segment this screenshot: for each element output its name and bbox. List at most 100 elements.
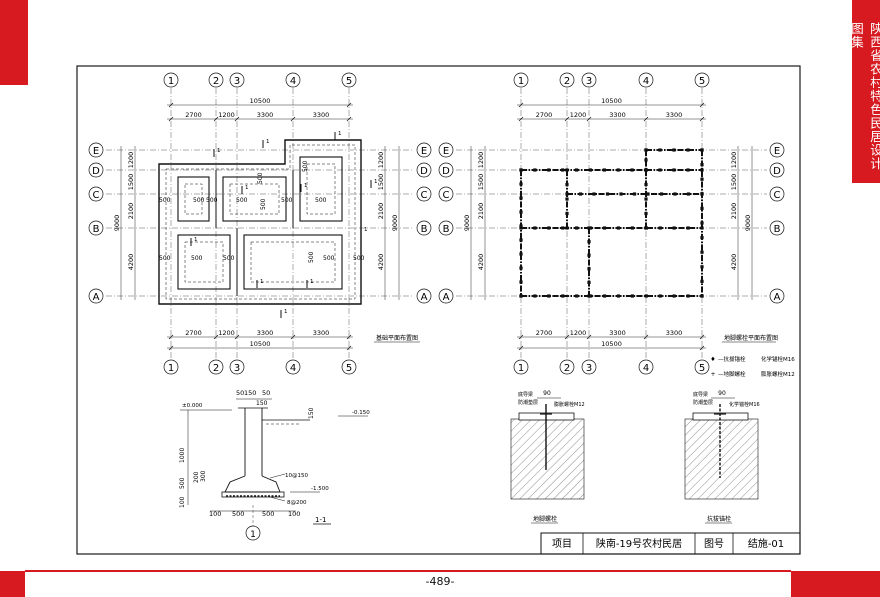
bolt-marker <box>619 192 623 196</box>
bolt-marker <box>561 168 565 172</box>
room-dashed <box>306 163 336 215</box>
axis-label: 2 <box>564 363 570 374</box>
bolt-detail: 90 底导梁 防潮垫层 膨胀螺栓M12 地脚螺栓 <box>510 390 585 524</box>
dim-text: 500 <box>223 255 235 262</box>
bolt-marker <box>686 294 690 298</box>
dim-tick <box>290 334 296 340</box>
room-outline <box>222 176 287 222</box>
dim-tick <box>643 334 649 340</box>
axis-label: D <box>92 166 100 177</box>
section-mark-label: 1 <box>284 309 288 315</box>
axis-bubble <box>416 288 432 304</box>
dim-text: 500 <box>191 255 203 262</box>
bolt-marker <box>561 294 565 298</box>
bolt-marker <box>602 294 607 298</box>
bolt-marker <box>672 168 676 172</box>
room-outline <box>243 234 343 290</box>
axis-bubble <box>638 359 654 375</box>
axis-bubble <box>88 186 104 202</box>
dim-text: 500 <box>308 251 315 263</box>
axis-bubble <box>416 220 432 236</box>
axis-bubble <box>769 288 785 304</box>
section-mark-label: 1 <box>304 183 308 189</box>
room-dashed <box>229 183 280 215</box>
axis-label: B <box>443 224 450 235</box>
dim-text: 2700 <box>185 111 202 119</box>
bolt-marker <box>565 211 569 216</box>
axis-label: B <box>421 224 428 235</box>
axis-label: 3 <box>586 76 592 87</box>
bolt-marker <box>630 294 634 298</box>
section-mark-label: 1 <box>364 227 368 233</box>
bolt-marker <box>644 168 648 172</box>
bolt-marker <box>587 226 591 230</box>
bolt-marker <box>700 168 704 172</box>
level-ground: -0.150 <box>352 410 370 416</box>
axis-label: 5 <box>699 76 705 87</box>
bolt-marker <box>658 168 662 172</box>
dim-text: 2100 <box>730 203 738 220</box>
section-mark-label: 1 <box>194 237 198 243</box>
axis-bubble <box>559 359 575 375</box>
axis-label: 3 <box>586 363 592 374</box>
dim-text: 500 <box>236 197 248 204</box>
dim-text: 1200 <box>730 152 738 169</box>
bolt-marker <box>700 294 704 298</box>
dim-text: 200 <box>193 471 200 483</box>
bolt-marker <box>589 226 593 230</box>
bolt-plan-title: 地脚螺栓平面布置图 <box>724 334 778 342</box>
axis-bubble <box>88 220 104 236</box>
legend-text: 化学锚栓M16 <box>761 355 795 363</box>
section-mark-label: 1 <box>310 279 314 285</box>
axis-bubble <box>438 142 454 158</box>
axis-label: 4 <box>643 363 649 374</box>
dim-text: 500 <box>159 197 171 204</box>
dim-tick <box>699 334 705 340</box>
anchor-detail: 90 底导梁 防潮垫层 化学锚栓M16 抗拔锚栓 <box>684 390 760 524</box>
dim-tick <box>168 345 174 351</box>
bolt-marker <box>630 168 634 172</box>
dim-tick <box>346 334 352 340</box>
dim-text: 10500 <box>250 97 271 105</box>
bolt-marker <box>519 252 523 256</box>
dim-tick <box>168 334 174 340</box>
footer-rule <box>25 570 791 572</box>
side-title-tab: 陕西省农村特色民居设计图集 <box>849 0 880 183</box>
dim-text: 1200 <box>218 329 235 337</box>
bolt-marker <box>686 168 690 172</box>
dim-tick <box>643 116 649 122</box>
dim-text: 10500 <box>250 340 271 348</box>
axis-bubble <box>208 72 224 88</box>
project-name: 陕南-19号农村民居 <box>596 537 682 550</box>
axis-bubble <box>285 359 301 375</box>
axis-label: B <box>774 224 781 235</box>
bolt-marker <box>646 192 650 196</box>
dim-text: 4200 <box>730 254 738 271</box>
corner-decoration <box>0 0 28 85</box>
dim-text: 1200 <box>570 111 587 119</box>
axis-bubble <box>163 359 179 375</box>
axis-label: B <box>93 224 100 235</box>
section-mark-label: 1 <box>217 148 221 154</box>
dim-text: 90 <box>543 390 551 397</box>
bolt-marker <box>602 226 607 230</box>
bolt-marker <box>644 182 648 187</box>
rebar-note: 10@150 <box>285 473 308 479</box>
axis-label: 5 <box>346 76 352 87</box>
page-number: -489- <box>425 575 455 588</box>
dim-text: 3300 <box>313 329 330 337</box>
dim-text: 9000 <box>463 215 471 232</box>
dim-text: 500 <box>232 510 244 518</box>
room-dashed <box>250 241 336 283</box>
drawing-no-label: 图号 <box>704 538 724 550</box>
axis-bubble <box>581 359 597 375</box>
dim-tick <box>564 116 570 122</box>
axis-bubble <box>638 72 654 88</box>
axis-bubble <box>285 72 301 88</box>
dim-text: 2100 <box>477 203 485 220</box>
axis-label: C <box>774 190 781 201</box>
bolt-marker <box>616 168 620 172</box>
dim-text: 1200 <box>477 152 485 169</box>
bolt-marker <box>700 250 704 254</box>
